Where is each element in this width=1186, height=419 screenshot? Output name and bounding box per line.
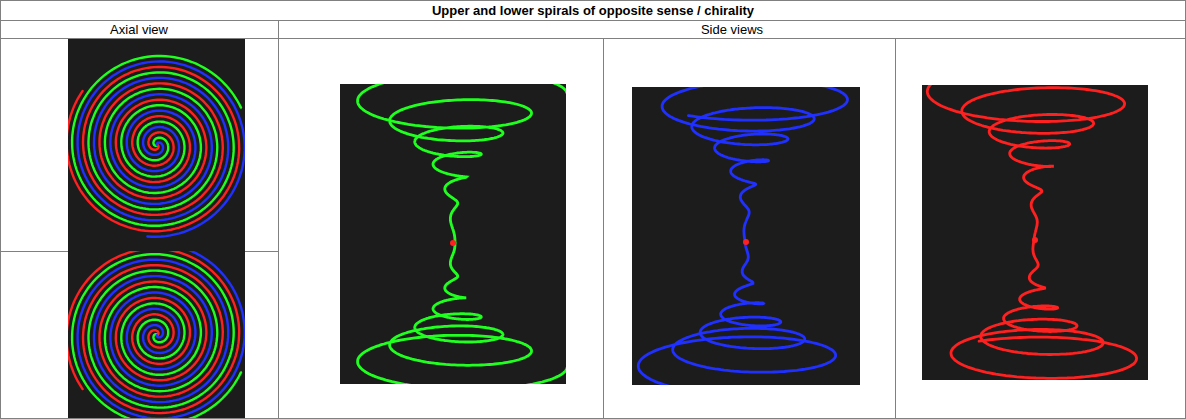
spiral-arm: [358, 243, 566, 384]
center-dot: [450, 240, 456, 246]
spiral-arm: [78, 251, 245, 419]
column-header: Axial view: [0, 22, 278, 37]
spiral-arm: [662, 87, 847, 242]
table-title: Upper and lower spirals of opposite sens…: [0, 3, 1186, 18]
spiral-arm: [358, 84, 566, 243]
center-dot: [743, 239, 749, 245]
spiral-arm: [927, 85, 1124, 240]
image-grounds: [68, 38, 1148, 419]
spiral-arm: [638, 242, 835, 385]
spiral-arm: [951, 240, 1137, 379]
spiral-arm: [78, 61, 245, 236]
column-header: Side views: [278, 22, 1186, 37]
center-dot: [1032, 237, 1038, 243]
spiral-curves: [67, 56, 1137, 419]
